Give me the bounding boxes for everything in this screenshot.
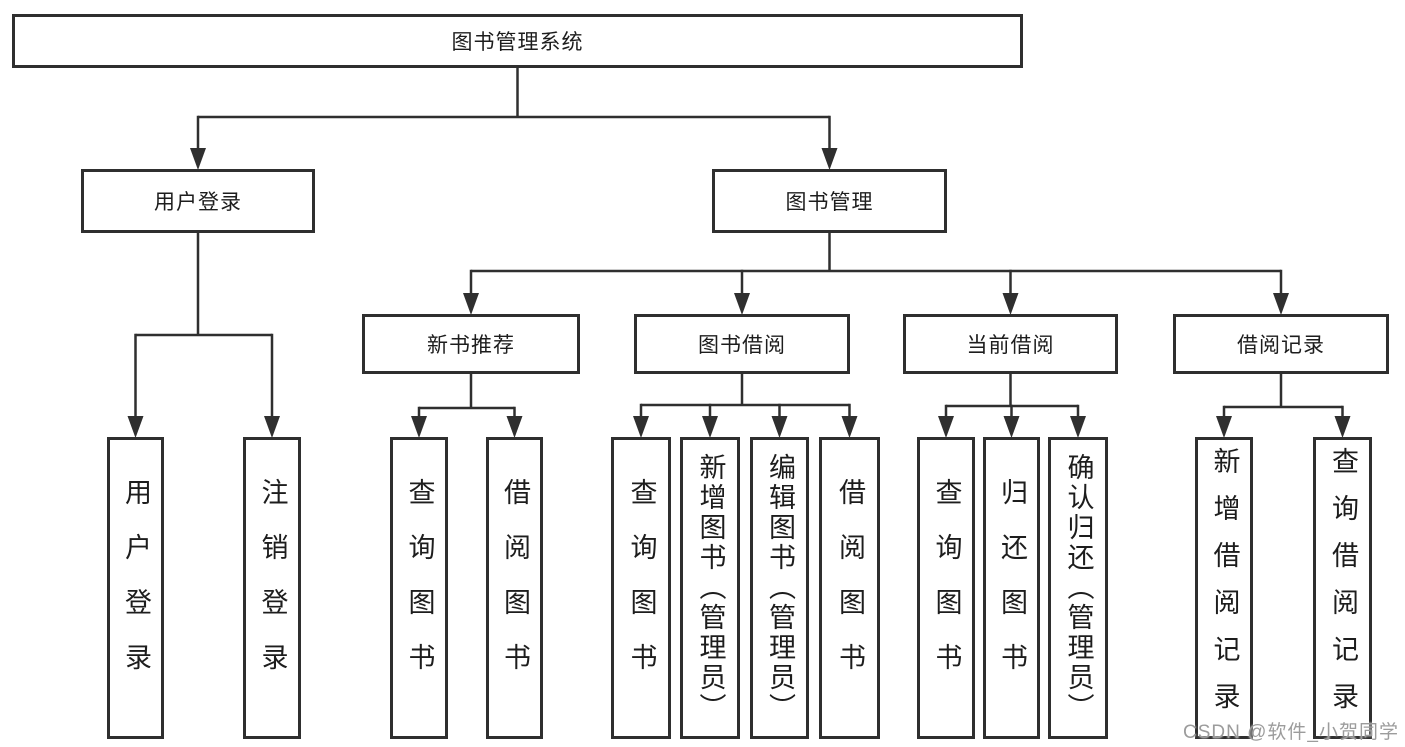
node-label: 查询图书 — [626, 478, 657, 698]
leaf-return-books: 归还图书 — [983, 437, 1040, 739]
node-label: 注销登录 — [257, 478, 288, 698]
node-label: 借阅图书 — [835, 478, 865, 698]
leaf-add-borrow-record: 新增借阅记录 — [1195, 437, 1253, 739]
node-label: 新书推荐 — [427, 334, 515, 357]
node-book-borrowing: 图书借阅 — [634, 314, 850, 374]
node-label: 新增图书（管理员） — [695, 453, 726, 723]
node-current-borrowing: 当前借阅 — [903, 314, 1118, 374]
node-borrowing-records: 借阅记录 — [1173, 314, 1389, 374]
leaf-confirm-return-admin: 确认归还（管理员） — [1048, 437, 1108, 739]
leaf-add-books-admin: 新增图书（管理员） — [680, 437, 740, 739]
leaf-logout: 注销登录 — [243, 437, 301, 739]
node-label: 确认归还（管理员） — [1063, 453, 1094, 723]
node-label: 编辑图书（管理员） — [765, 453, 795, 723]
node-new-book-recommend: 新书推荐 — [362, 314, 580, 374]
leaf-user-login: 用户登录 — [107, 437, 164, 739]
node-user-login: 用户登录 — [81, 169, 315, 233]
node-label: 借阅图书 — [500, 478, 530, 698]
leaf-query-books-recommend: 查询图书 — [390, 437, 448, 739]
node-label: 图书管理 — [785, 191, 874, 214]
leaf-edit-books-admin: 编辑图书（管理员） — [750, 437, 809, 739]
watermark: CSDN @软件_小贺同学 — [1183, 722, 1399, 743]
leaf-borrow-books-recommend: 借阅图书 — [486, 437, 543, 739]
node-label: 借阅记录 — [1237, 334, 1325, 357]
node-label: 图书管理系统 — [451, 31, 584, 54]
leaf-query-borrow-record: 查询借阅记录 — [1313, 437, 1372, 739]
leaf-query-books-current: 查询图书 — [917, 437, 975, 739]
node-book-management: 图书管理 — [712, 169, 947, 233]
node-label: 查询图书 — [931, 478, 962, 698]
node-label: 图书借阅 — [698, 334, 786, 357]
node-label: 新增借阅记录 — [1209, 447, 1240, 729]
node-label: 用户登录 — [154, 191, 242, 214]
node-label: 查询图书 — [404, 478, 435, 698]
node-library-system: 图书管理系统 — [12, 14, 1023, 68]
node-label: 用户登录 — [121, 478, 151, 698]
node-label: 当前借阅 — [966, 334, 1055, 357]
leaf-query-books-borrow: 查询图书 — [611, 437, 671, 739]
leaf-borrow-books: 借阅图书 — [819, 437, 880, 739]
node-label: 查询借阅记录 — [1328, 447, 1358, 729]
node-label: 归还图书 — [997, 478, 1027, 698]
